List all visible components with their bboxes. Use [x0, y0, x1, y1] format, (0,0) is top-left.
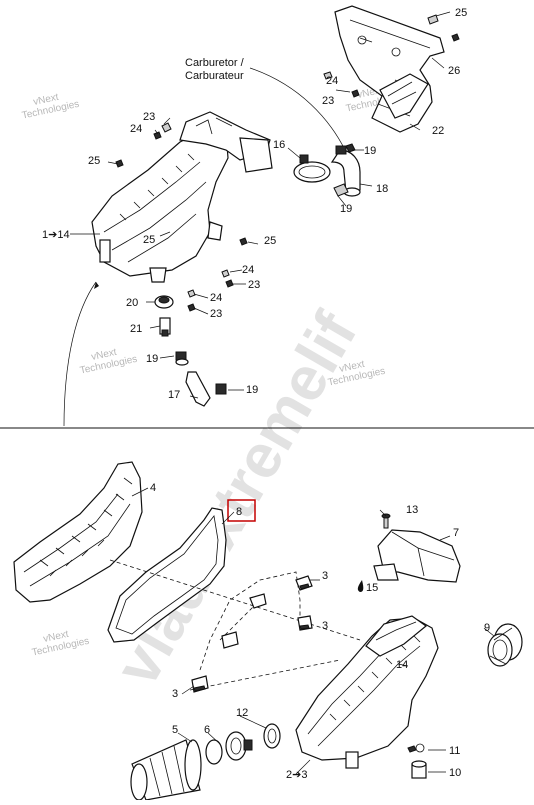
callout-6: 6 [204, 724, 210, 736]
carburetor-pointer [249, 67, 346, 151]
callout-15: 15 [366, 582, 378, 594]
clip-icon [333, 183, 349, 197]
callout-3: 3 [322, 570, 328, 582]
callout-4: 4 [150, 482, 156, 494]
bolt-icon [221, 269, 230, 278]
retaining-clip-part [249, 593, 267, 609]
callout-19: 19 [364, 145, 376, 157]
callout-17: 17 [168, 389, 180, 401]
callout-3: 3 [322, 620, 328, 632]
callout-25: 25 [455, 7, 467, 19]
screw-part [381, 513, 391, 529]
bolt-icon [239, 237, 248, 246]
svg-text:vNext: vNext [90, 347, 118, 363]
assembly-line [219, 599, 261, 641]
svg-text:vNext: vNext [42, 629, 70, 645]
bolt-icon [225, 279, 234, 288]
callout-1-to-14: 1➔14 [42, 229, 70, 241]
svg-text:Carburateur: Carburateur [185, 70, 244, 82]
airbox-cover-part [13, 461, 143, 603]
drain-tube-part [185, 371, 227, 407]
callout-23: 23 [143, 111, 155, 123]
callout-25: 25 [143, 234, 155, 246]
callout-24: 24 [130, 123, 142, 135]
leader-lines-top [70, 11, 451, 399]
company-watermark-3: vNext Technologies [79, 347, 138, 377]
callout-24: 24 [242, 264, 254, 276]
carburetor-label: Carburetor / Carburateur [185, 57, 245, 82]
svg-text:Carburetor /: Carburetor / [185, 57, 245, 69]
callout-16: 16 [273, 139, 285, 151]
assembly-line [199, 571, 301, 671]
retaining-clip-part [221, 631, 239, 649]
bolt-icon [427, 14, 439, 25]
airbox-body-part [295, 615, 439, 769]
intake-duct-part [373, 529, 461, 583]
bolt-icon [187, 289, 196, 298]
callout-23: 23 [322, 95, 334, 107]
assembly-line [109, 559, 361, 641]
bolt-icon [323, 71, 333, 80]
sealant-drop-icon [357, 580, 364, 592]
gasket-part [107, 507, 227, 643]
callout-20: 20 [126, 297, 138, 309]
bolt-icon [161, 122, 172, 133]
callout-24: 24 [210, 292, 222, 304]
callout-19: 19 [146, 353, 158, 365]
callout-23: 23 [210, 308, 222, 320]
hose-clamp-part [293, 154, 331, 183]
exploded-view-arrow [63, 281, 97, 427]
assembly-line [189, 659, 341, 691]
leader-lines-bottom [131, 487, 495, 775]
callout-7: 7 [453, 527, 459, 539]
callout-5: 5 [172, 724, 178, 736]
company-watermark-1: vNext Technologies [21, 92, 80, 122]
clamp-part [175, 351, 189, 366]
callout-18: 18 [376, 183, 388, 195]
callout-23: 23 [248, 279, 260, 291]
retaining-clip-part [297, 615, 313, 631]
adapter-ring-part [263, 723, 281, 749]
bolt-icon [115, 159, 124, 168]
svg-text:vNext: vNext [338, 359, 366, 375]
bolt-icon [351, 89, 360, 98]
grommet-part [411, 760, 427, 779]
bolt-icon [451, 33, 460, 42]
callout-14: 14 [396, 659, 408, 671]
callout-24: 24 [326, 75, 338, 87]
callout-25: 25 [264, 235, 276, 247]
callout-3: 3 [172, 688, 178, 700]
callout-2-to-3: 2➔3 [286, 769, 307, 781]
mounting-bracket-part [334, 5, 445, 133]
callout-8: 8 [236, 506, 242, 518]
clip-part [407, 743, 425, 753]
rubber-coupler-part [487, 623, 523, 667]
callout-19: 19 [340, 203, 352, 215]
callout-9: 9 [484, 622, 490, 634]
airbox-assembly-part [91, 111, 273, 283]
callout-21: 21 [130, 323, 142, 335]
arrow-head-icon [94, 282, 99, 289]
retaining-clip-part [295, 575, 313, 591]
highlight-box [227, 499, 256, 522]
callout-13: 13 [406, 504, 418, 516]
callout-12: 12 [236, 707, 248, 719]
callout-10: 10 [449, 767, 461, 779]
air-filter-part [130, 739, 202, 801]
svg-text:vNext: vNext [32, 92, 60, 108]
company-watermark-5: vNext Technologies [31, 629, 90, 659]
retaining-clip-part [191, 675, 209, 693]
callout-26: 26 [448, 65, 460, 77]
callout-19: 19 [246, 384, 258, 396]
bolt-icon [187, 303, 196, 312]
callout-25: 25 [88, 155, 100, 167]
fitting-part [159, 317, 171, 337]
grommet-part [154, 295, 174, 309]
callout-11: 11 [449, 745, 460, 757]
filter-clamp-part [205, 731, 253, 765]
callout-22: 22 [432, 125, 444, 137]
